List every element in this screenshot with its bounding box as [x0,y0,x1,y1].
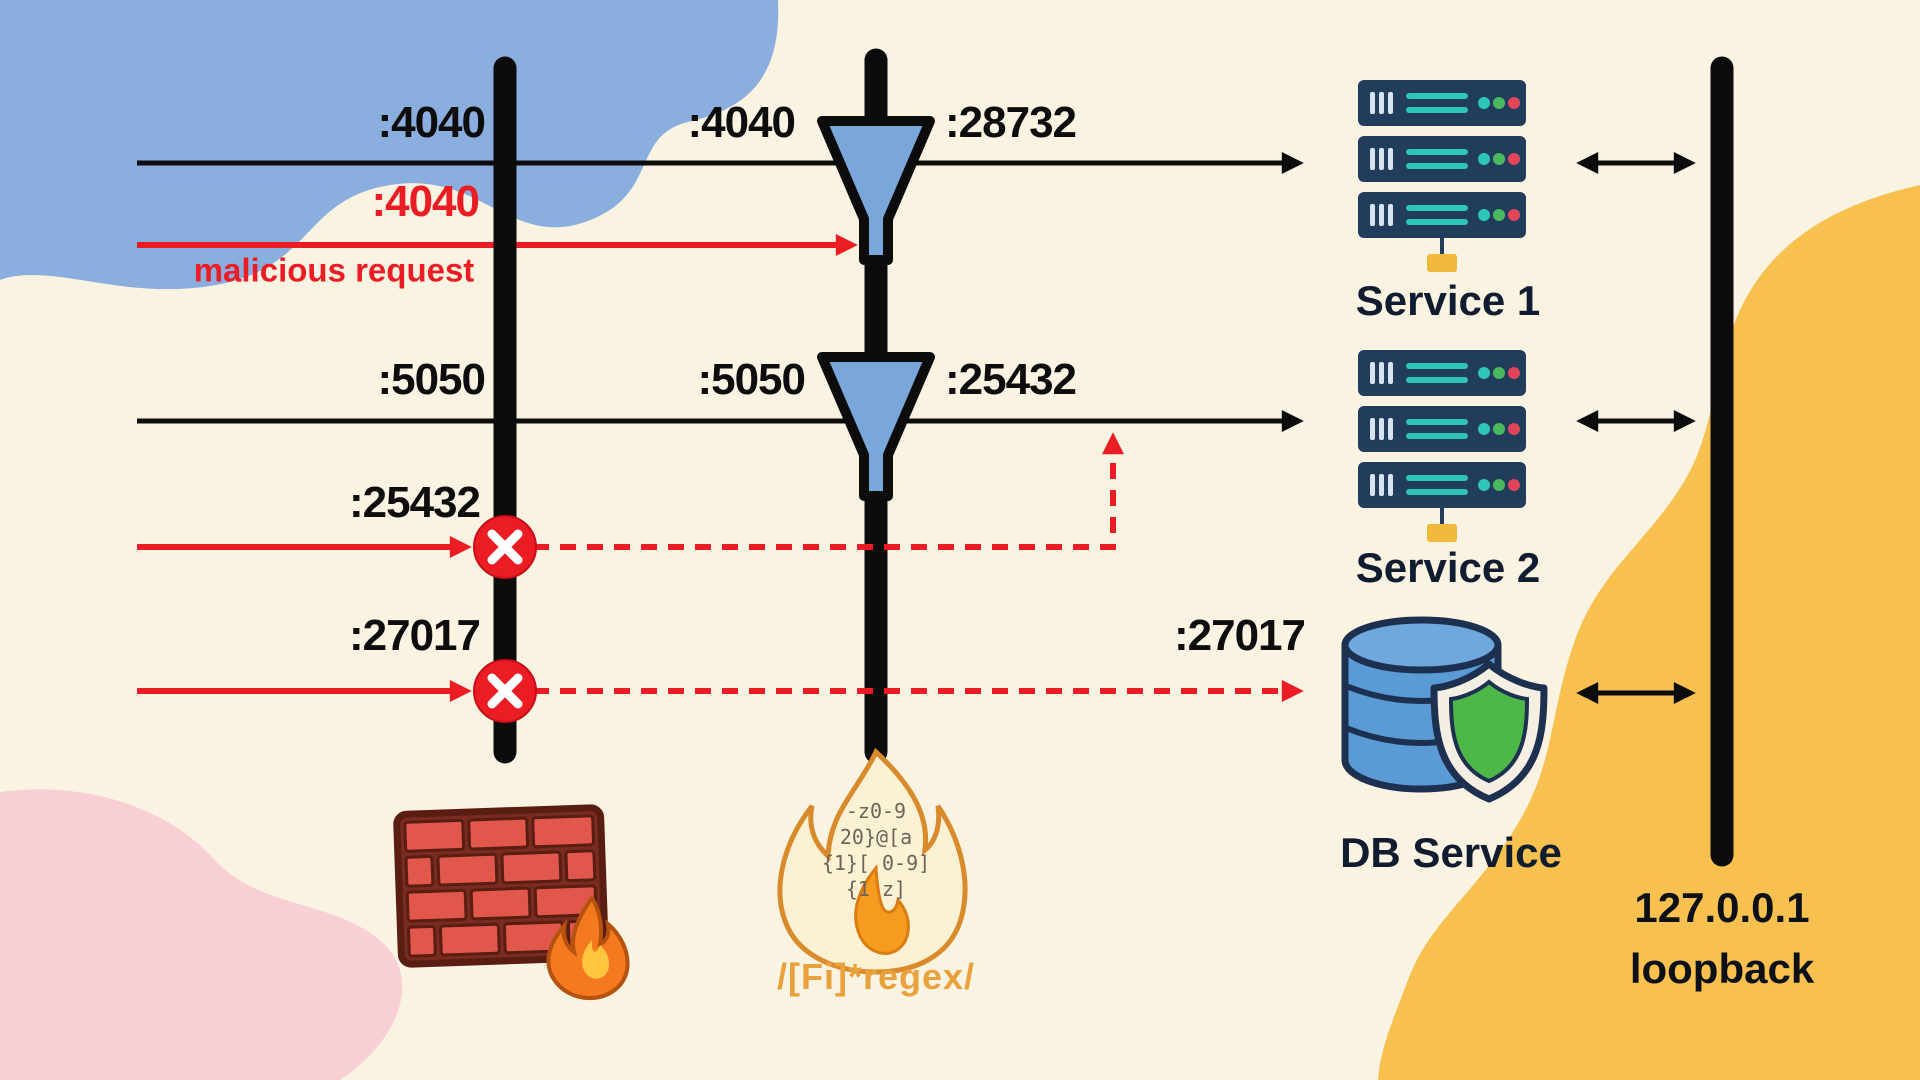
flame-regex-text-3: {1}[ 0-9] [822,851,930,875]
service2-label: Service 2 [1355,544,1541,591]
regex-flame-icon: -z0-9 20}@[a {1}[ 0-9] {1 z] [777,747,968,975]
blob-blue [0,0,779,290]
block-x-icon-25432 [473,515,537,579]
blocked-27017-port: :27017 [348,611,481,660]
firewall-icon [393,804,609,968]
shield-icon [1430,660,1548,803]
redirect-25432-dashed-arrow [533,432,1124,550]
service1-label: Service 1 [1355,277,1541,324]
blob-pink [0,789,403,1080]
flow2-port-right: :25432 [945,355,1077,404]
flow1-port-right: :28732 [945,98,1077,147]
service1-servers-icon [1358,80,1526,272]
loopback-word-label: loopback [1629,945,1815,992]
flow1-port-left: :4040 [377,98,486,147]
blocked-25432-port: :25432 [348,478,481,527]
service2-servers-icon [1358,350,1526,542]
flow1-port-mid: :4040 [687,98,796,147]
funnel-1-icon [817,116,935,265]
block-x-icon-27017 [473,659,537,723]
flow2-port-left: :5050 [377,355,486,404]
flame-regex-text-2: 20}@[a [840,825,912,849]
db-service-label: DB Service [1340,829,1562,876]
loopback-ip-label: 127.0.0.1 [1634,884,1810,931]
firewall-flame-icon [546,894,630,1001]
malicious-request-label: malicious request [193,251,475,289]
flame-regex-text-4: {1 z] [846,877,906,901]
db-27017-port: :27017 [1173,611,1306,660]
flow2-port-mid: :5050 [697,355,806,404]
blob-orange [1378,185,1920,1080]
flame-regex-text-1: -z0-9 [846,799,906,823]
funnel-2-icon [817,352,935,501]
malicious-port: :4040 [371,177,480,226]
regex-filter-label: /[Fi]*regex/ [776,956,976,997]
